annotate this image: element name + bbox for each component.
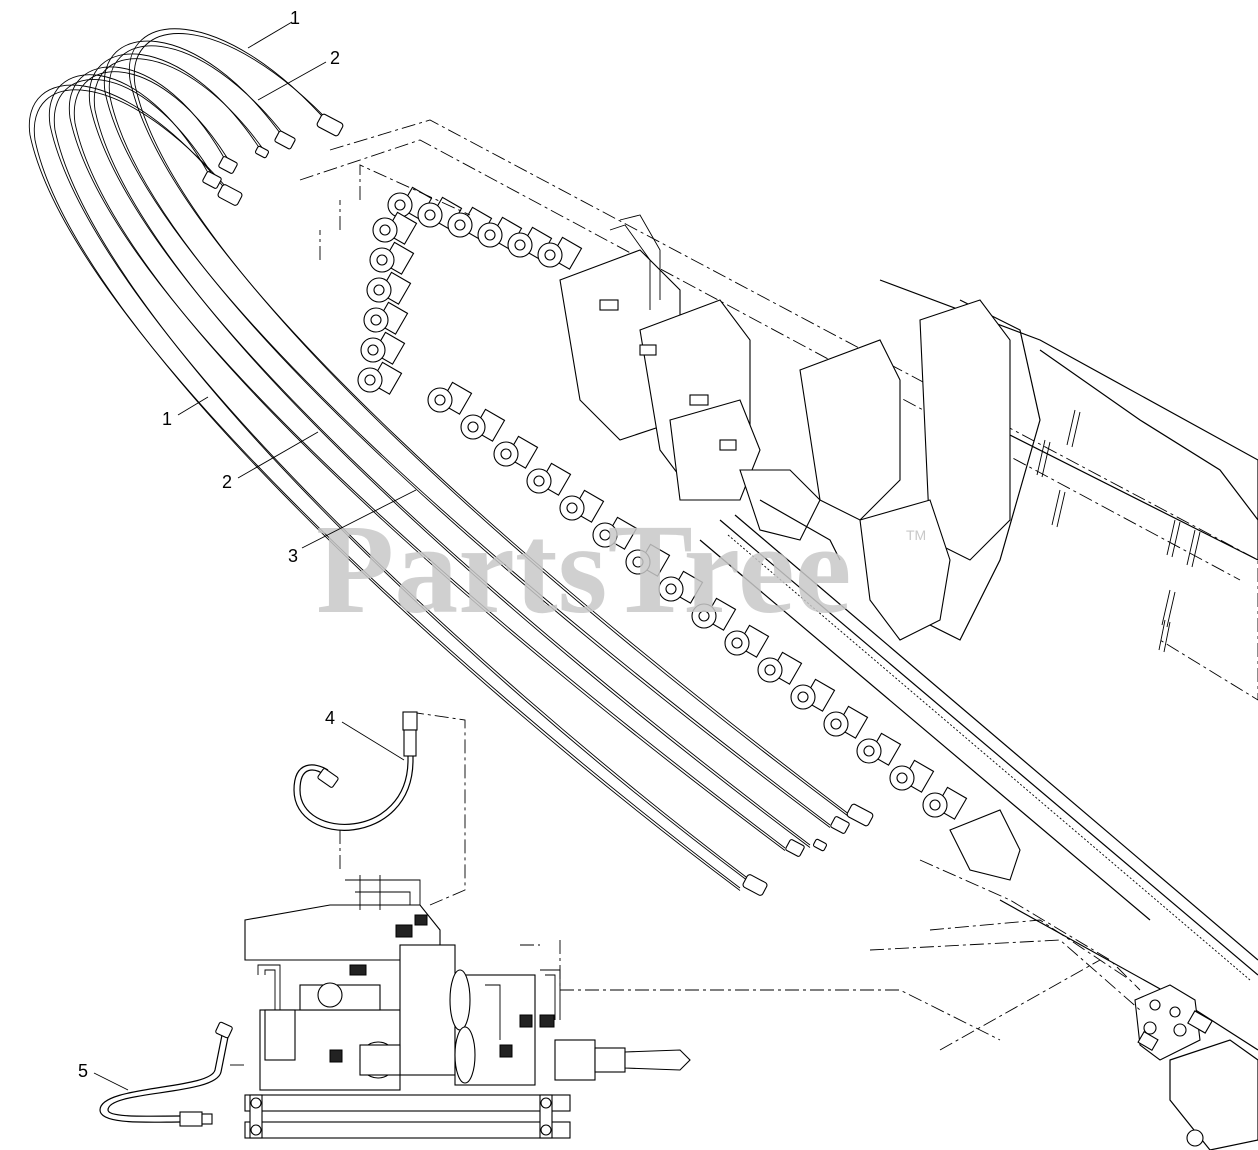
chain-link — [889, 759, 935, 793]
hose-line — [33, 89, 741, 891]
hydraulic-hoses — [28, 28, 851, 891]
chain-link — [526, 462, 572, 496]
hose-line — [68, 66, 786, 849]
chain-link — [369, 241, 415, 275]
hose-line — [53, 79, 751, 883]
chain-link — [691, 597, 737, 631]
hose-line — [128, 28, 851, 816]
assembly-leaders — [319, 164, 1141, 1051]
hose-line — [93, 58, 811, 848]
chain-link — [493, 435, 539, 469]
hose-line — [108, 45, 831, 828]
chain-link — [790, 678, 836, 712]
chain-link — [592, 516, 638, 550]
rack-rail — [699, 514, 1258, 981]
hose-line — [103, 40, 831, 826]
chain-link — [625, 543, 671, 577]
chain-link — [856, 732, 902, 766]
chain-link — [823, 705, 869, 739]
hose-line — [73, 71, 786, 851]
hose-line — [28, 84, 741, 889]
callout-1-mid: 1 — [162, 409, 172, 429]
chain-link — [922, 786, 968, 820]
chain-link — [360, 331, 406, 365]
hose-line — [48, 74, 751, 881]
callout-2-top: 2 — [330, 48, 340, 68]
chain-link — [363, 301, 409, 335]
chain-link — [357, 361, 403, 395]
watermark-trademark: TM — [906, 527, 926, 543]
pump-assembly — [230, 711, 691, 1139]
hose-4 — [293, 711, 418, 831]
chain-link — [724, 624, 770, 658]
terminal-manifold — [1134, 984, 1213, 1061]
chain-link — [537, 236, 583, 270]
frame-slots — [1036, 409, 1201, 653]
cable-carrier-chain — [357, 186, 1021, 881]
chain-end-bracket — [949, 809, 1021, 881]
chain-link — [559, 489, 605, 523]
callout-5: 5 — [78, 1061, 88, 1081]
upper-fittings — [202, 113, 344, 206]
callout-2-mid: 2 — [222, 472, 232, 492]
callout-3: 3 — [288, 546, 298, 566]
callout-1-top: 1 — [290, 8, 300, 28]
partstree-watermark: PartsTree TM — [316, 498, 926, 640]
callouts: 1 2 1 2 3 4 5 — [78, 8, 417, 1091]
valve-assembly — [559, 214, 841, 561]
chain-link — [427, 381, 473, 415]
lower-fittings — [742, 803, 874, 896]
chain-link — [372, 211, 418, 245]
hose-line — [133, 33, 851, 818]
hose-5 — [99, 1021, 233, 1127]
chain-link — [757, 651, 803, 685]
chain-link — [658, 570, 704, 604]
chain-link — [366, 271, 412, 305]
callout-4: 4 — [325, 708, 335, 728]
hose-line — [88, 53, 811, 846]
drill-frame — [299, 119, 1258, 1150]
watermark-text: PartsTree — [316, 498, 851, 640]
chain-link — [460, 408, 506, 442]
